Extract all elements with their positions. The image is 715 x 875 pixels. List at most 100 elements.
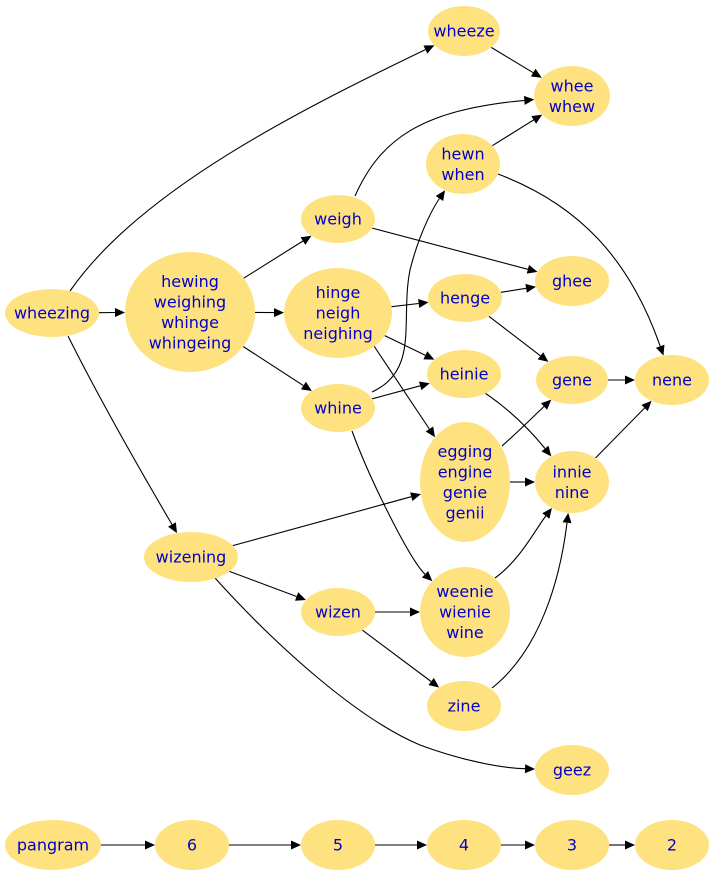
- node-ellipse: [284, 268, 392, 358]
- edge-line: [361, 629, 432, 682]
- arrowhead: [410, 492, 421, 502]
- node-label: whew: [549, 97, 595, 116]
- node-ellipse: [428, 6, 500, 56]
- node-weigh: weigh: [301, 195, 375, 243]
- node-label: neigh: [316, 304, 361, 323]
- edge-egging-to-innie: [510, 477, 535, 487]
- edge-line: [351, 430, 426, 575]
- edge-wizen-to-weenie: [375, 607, 420, 617]
- edge-n6-to-n5: [229, 840, 301, 850]
- node-gene: gene: [536, 356, 608, 404]
- edge-n4-to-n3: [501, 840, 535, 850]
- node-label: genii: [445, 503, 484, 522]
- edge-henge-to-gene: [488, 315, 549, 362]
- node-label: whee: [551, 76, 594, 95]
- arrowhead: [417, 840, 427, 850]
- edge-wheezing-to-wheeze: [69, 45, 435, 292]
- node-ellipse: [5, 289, 99, 337]
- arrowhead: [625, 375, 635, 385]
- node-label: 3: [567, 836, 577, 855]
- node-pangram: pangram: [5, 820, 101, 870]
- edge-wizen-to-zine: [361, 629, 440, 688]
- node-label: gene: [552, 371, 592, 390]
- edge-wizening-to-egging: [232, 492, 421, 547]
- arrowhead: [537, 352, 549, 362]
- edge-wheeze-to-whee: [490, 46, 542, 78]
- edge-line: [484, 392, 546, 449]
- node-label: ghee: [552, 272, 592, 291]
- edge-line: [214, 577, 526, 770]
- edge-weenie-to-innie: [494, 508, 552, 579]
- edge-gene-to-nene: [608, 375, 635, 385]
- edge-line: [372, 385, 421, 400]
- nodes-layer: wheezinghewingweighingwhingewhingeingwhe…: [5, 6, 709, 870]
- arrowhead: [273, 308, 285, 318]
- node-label: 4: [459, 836, 469, 855]
- node-whine: whine: [301, 384, 375, 432]
- node-ellipse: [420, 422, 510, 542]
- arrowhead: [525, 840, 535, 850]
- node-label: whine: [314, 399, 362, 418]
- node-ellipse: [535, 256, 609, 306]
- node-label: weenie: [436, 582, 493, 601]
- node-ghee: ghee: [535, 256, 609, 306]
- node-label: neighing: [303, 324, 372, 343]
- edge-line: [242, 346, 304, 387]
- edge-innie-to-nene: [595, 400, 652, 459]
- node-wheezing: wheezing: [5, 289, 99, 337]
- arrowhead: [541, 445, 552, 457]
- node-label: genie: [443, 483, 487, 502]
- edge-whine-to-heinie: [372, 381, 430, 400]
- node-ellipse: [535, 745, 609, 795]
- edge-line: [595, 407, 645, 459]
- node-n4: 4: [427, 820, 501, 870]
- arrowhead: [526, 264, 538, 274]
- node-nene: nene: [635, 355, 709, 405]
- arrowhead: [525, 477, 535, 487]
- edge-line: [391, 302, 419, 308]
- node-wizen: wizen: [301, 588, 375, 636]
- edge-weigh-to-whee: [354, 95, 535, 197]
- edge-line: [243, 240, 304, 279]
- edge-wizening-to-wizen: [229, 570, 306, 601]
- arrowhead: [525, 283, 536, 293]
- node-ellipse: [5, 820, 101, 870]
- edge-wheezing-to-wizening: [67, 335, 178, 534]
- edge-line: [494, 515, 547, 579]
- edge-line: [497, 173, 661, 347]
- arrowhead: [423, 351, 435, 360]
- node-label: egging: [438, 442, 493, 461]
- node-ellipse: [427, 681, 501, 731]
- arrowhead: [540, 399, 552, 410]
- edge-line: [488, 315, 541, 357]
- edge-wizening-to-geez: [214, 577, 536, 774]
- arrowhead: [530, 68, 542, 78]
- node-label: weigh: [314, 210, 362, 229]
- arrowhead: [168, 522, 178, 534]
- node-whee: whee whew: [534, 66, 610, 126]
- node-label: geez: [553, 761, 591, 780]
- edge-hewing-to-whine: [242, 346, 312, 392]
- edge-line: [67, 335, 173, 525]
- node-label: pangram: [17, 836, 89, 855]
- arrowhead: [421, 570, 433, 582]
- arrowhead: [295, 592, 306, 601]
- arrowhead: [625, 840, 635, 850]
- edge-line: [371, 198, 440, 393]
- node-ellipse: [535, 820, 609, 870]
- node-geez: geez: [535, 745, 609, 795]
- node-label: nine: [555, 483, 590, 502]
- edge-line: [492, 119, 534, 147]
- node-label: 6: [187, 836, 197, 855]
- arrowhead: [641, 400, 652, 412]
- node-label: wine: [446, 623, 484, 642]
- edge-hinge-to-heinie: [384, 335, 435, 360]
- node-n3: 3: [535, 820, 609, 870]
- edges-layer: [67, 45, 665, 850]
- node-n2: 2: [635, 820, 709, 870]
- arrowhead: [531, 114, 543, 124]
- edge-whine-to-weenie: [351, 430, 433, 582]
